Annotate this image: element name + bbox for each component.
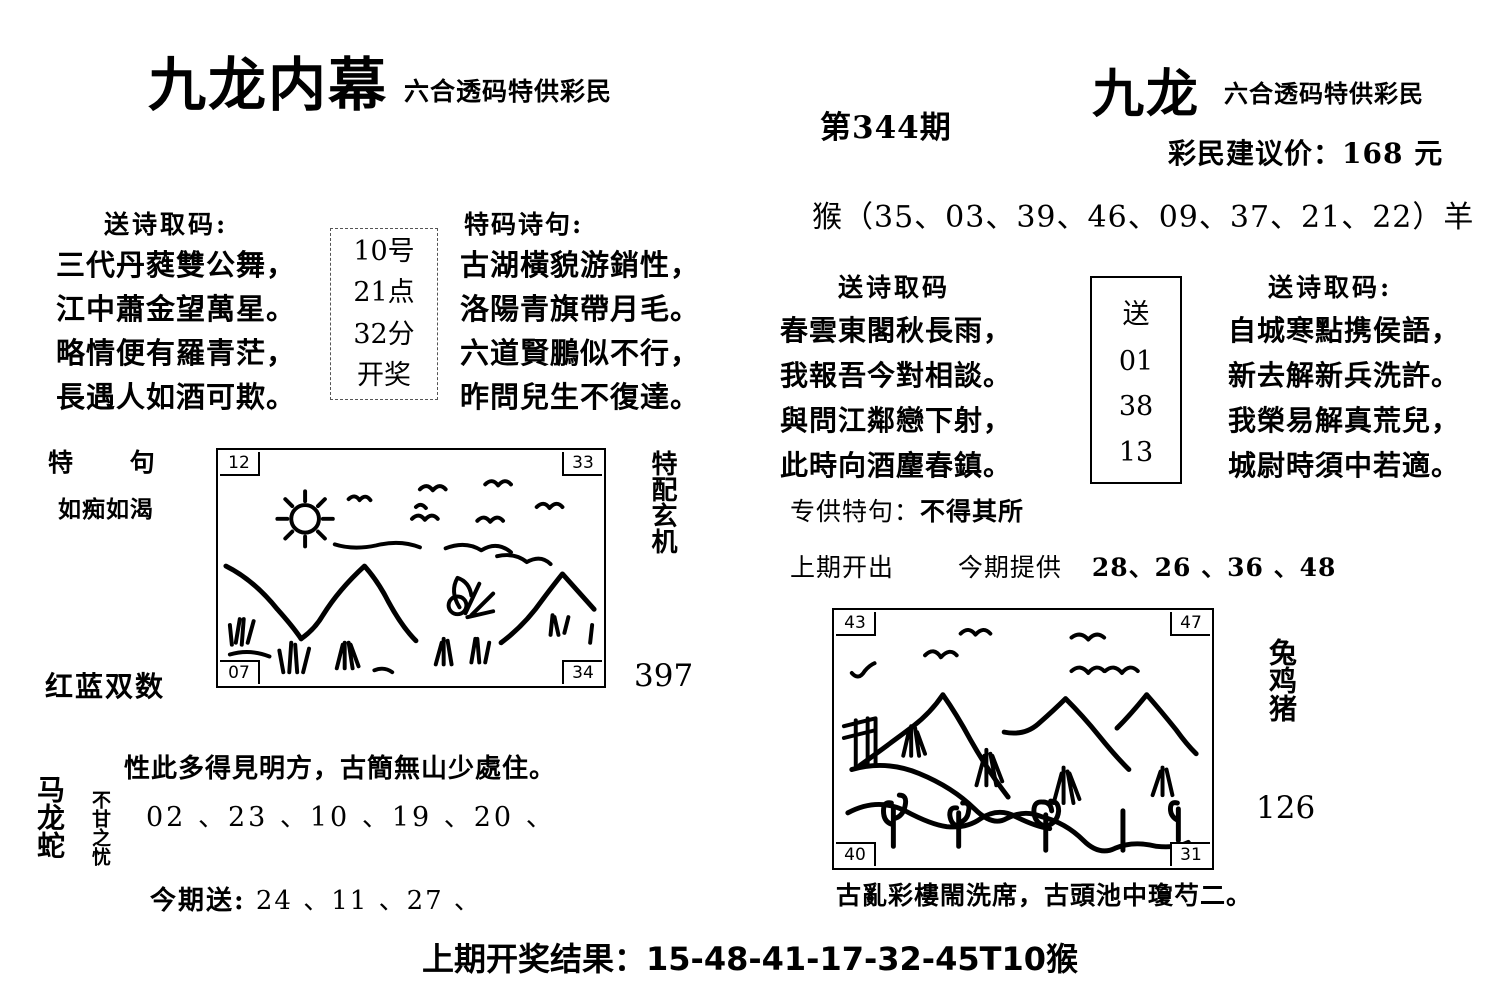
left-zodiac-text: 马龙蛇 [33, 775, 66, 859]
right-masthead-title: 九龙 [1092, 64, 1201, 125]
current-provide-label: 今期提供 [957, 553, 1062, 582]
right-zodiac-text: 兔鸡猪 [1265, 638, 1298, 722]
left-zodiac-column: 马龙蛇 [26, 775, 66, 873]
left-code-line-2: 21点 [353, 277, 415, 309]
left-bottom-numbers: 02 、23 、10 、19 、20 、 [146, 802, 556, 833]
left-songshi-label: 送诗取码: [104, 210, 229, 239]
right-scene-drawing [841, 627, 1199, 854]
left-bugan-text: 不甘之忧 [89, 790, 111, 866]
left-corner-number-top-left: 12 [220, 452, 260, 476]
left-number-397: 397 [634, 658, 694, 694]
previous-draw-label: 上期开出 [790, 553, 895, 582]
right-songshi-label-1: 送诗取码 [838, 273, 951, 302]
left-send-label: 今期送: [150, 886, 246, 916]
right-songshi-poem-1: 春雲東閣秋長雨， 我報吾今對相談。 與問江鄰戀下射， 此時向酒麈春鎮。 [780, 314, 1013, 482]
right-masthead-subtitle: 六合透码特供彩民 [1224, 79, 1424, 108]
right-code-line-3: 38 [1118, 391, 1154, 423]
right-number-126: 126 [1256, 790, 1316, 826]
left-masthead-subtitle: 六合透码特供彩民 [404, 77, 613, 106]
left-code-box: 10号 21点 32分 开奖 [330, 228, 438, 400]
right-corner-number-bottom-right: 31 [1170, 842, 1210, 866]
right-corner-number-top-left: 43 [836, 612, 876, 636]
previous-result-footer: 上期开奖结果：15-48-41-17-32-45T10猴 [422, 940, 1078, 978]
left-tepei-vertical-label: 特配玄机 [640, 450, 682, 568]
right-bottom-poem: 古亂彩樓閙洗席，古頭池中瓊芍二。 [836, 881, 1253, 910]
left-corner-number-top-right: 33 [562, 452, 602, 476]
zhuangong-label: 专供特句： [790, 497, 921, 526]
right-code-line-2: 01 [1118, 345, 1154, 377]
left-code-line-1: 10号 [353, 235, 415, 267]
issue-number: 第344期 [820, 110, 952, 146]
right-corner-number-bottom-left: 40 [836, 842, 876, 866]
left-masthead-title: 九龙内幕 [148, 51, 389, 119]
right-code-box: 送 01 38 13 [1090, 276, 1182, 484]
left-send-row: 今期送: 24 、11 、27 、 [150, 880, 482, 917]
left-scene-drawing [223, 479, 597, 675]
left-tema-poem: 古湖橫貌游銷性， 洛陽青旗帶月毛。 六道賢鵬似不行， 昨問兒生不復達。 [460, 248, 701, 414]
left-corner-number-bottom-left: 07 [220, 660, 260, 684]
right-zodiac-column: 兔鸡猪 [1258, 638, 1298, 736]
left-honglan-label: 红蓝双数 [45, 670, 166, 703]
current-provide-numbers: 28、26 、36 、48 [1091, 553, 1337, 582]
left-code-line-3: 32分 [353, 318, 415, 350]
right-corner-number-top-right: 47 [1170, 612, 1210, 636]
left-corner-number-bottom-right: 34 [562, 660, 602, 684]
left-send-numbers: 24 、11 、27 、 [255, 886, 482, 916]
left-scene-picture: 12 33 07 34 [216, 448, 606, 688]
right-code-line-1: 送 [1122, 299, 1150, 331]
left-bottom-poem: 性此多得見明方，古簡無山少處住。 [124, 754, 557, 784]
zhuangong-teju-row: 专供特句：不得其所 [790, 492, 1024, 528]
right-code-line-4: 13 [1118, 436, 1154, 468]
suggested-price: 彩民建议价：168 元 [1168, 137, 1444, 170]
left-songshi-poem: 三代丹蕤雙公舞， 江中蕭金望萬星。 略情便有羅青茫， 長遇人如酒可欺。 [56, 248, 297, 414]
previous-and-current-row: 上期开出 今期提供 28、26 、36 、48 [790, 548, 1336, 584]
zhuangong-value: 不得其所 [920, 497, 1025, 526]
left-teju-label: 特 句 [48, 448, 179, 477]
right-songshi-label-2: 送诗取码: [1268, 273, 1393, 302]
left-bugan-column: 不甘之忧 [84, 790, 111, 876]
right-scene-picture: 43 47 40 31 [832, 608, 1214, 870]
left-code-line-4: 开奖 [357, 360, 411, 392]
left-tepei-text: 特配玄机 [647, 450, 677, 554]
zodiac-number-range: 猴（35、03、39、46、09、37、21、22）羊 [812, 200, 1475, 235]
right-songshi-poem-2: 自城寒點携侯語， 新去解新兵洗許。 我榮易解真荒兒， 城尉時須中若適。 [1228, 314, 1461, 482]
left-teju-value: 如痴如渴 [58, 496, 154, 523]
left-tema-label: 特码诗句: [464, 210, 584, 239]
